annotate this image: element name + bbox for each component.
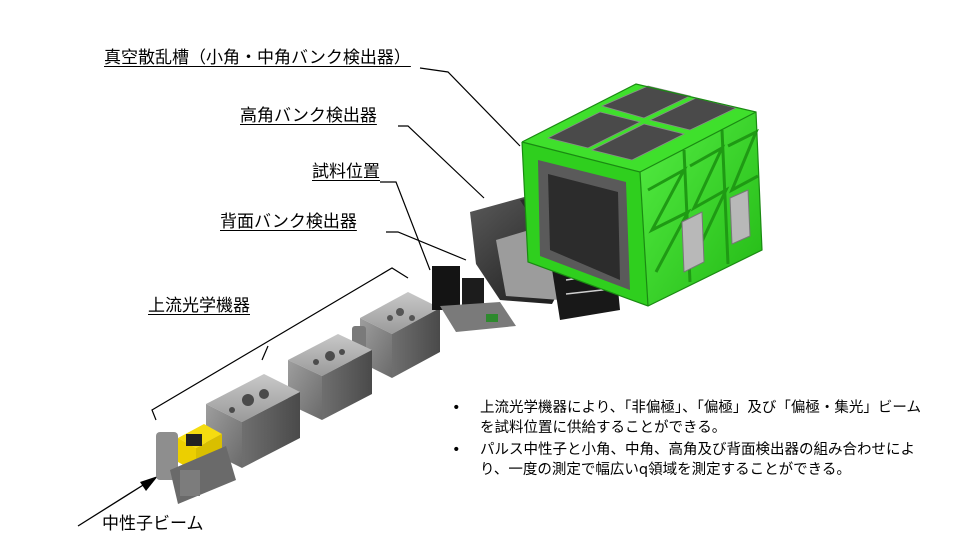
- optics-module-3: [288, 334, 372, 420]
- upstream-optics-modules: [156, 292, 440, 504]
- note-item: パルス中性子と小角、中角、高角及び背面検出器の組み合わせにより、一度の測定で幅広…: [452, 440, 922, 480]
- leader-sample-position: [380, 181, 431, 271]
- leader-lines: [151, 67, 521, 421]
- label-vacuum-chamber: 真空散乱槽（小角・中角バンク検出器）: [104, 48, 411, 68]
- front-stand: [156, 432, 236, 504]
- bracket-tick: [261, 345, 269, 361]
- back-bank-detector: [432, 266, 516, 332]
- label-high-angle-bank: 高角バンク検出器: [240, 106, 377, 126]
- leader-back-bank: [386, 231, 467, 261]
- label-neutron-beam: 中性子ビーム: [102, 514, 204, 534]
- vacuum-scattering-chamber: [521, 83, 763, 307]
- label-back-bank: 背面バンク検出器: [220, 212, 357, 232]
- beam-arrow: [77, 476, 158, 527]
- leader-high-angle-bank: [398, 125, 485, 199]
- note-item: 上流光学機器により、「非偏極」、「偏極」及び「偏極・集光」ビームを試料位置に供給…: [452, 398, 922, 438]
- leader-vacuum-chamber: [419, 67, 521, 147]
- upstream-optics-bracket: [151, 267, 409, 421]
- label-upstream-optics: 上流光学機器: [148, 296, 250, 316]
- label-sample-position: 試料位置: [312, 162, 380, 182]
- notes-list: 上流光学機器により、「非偏極」、「偏極」及び「偏極・集光」ビームを試料位置に供給…: [452, 398, 922, 482]
